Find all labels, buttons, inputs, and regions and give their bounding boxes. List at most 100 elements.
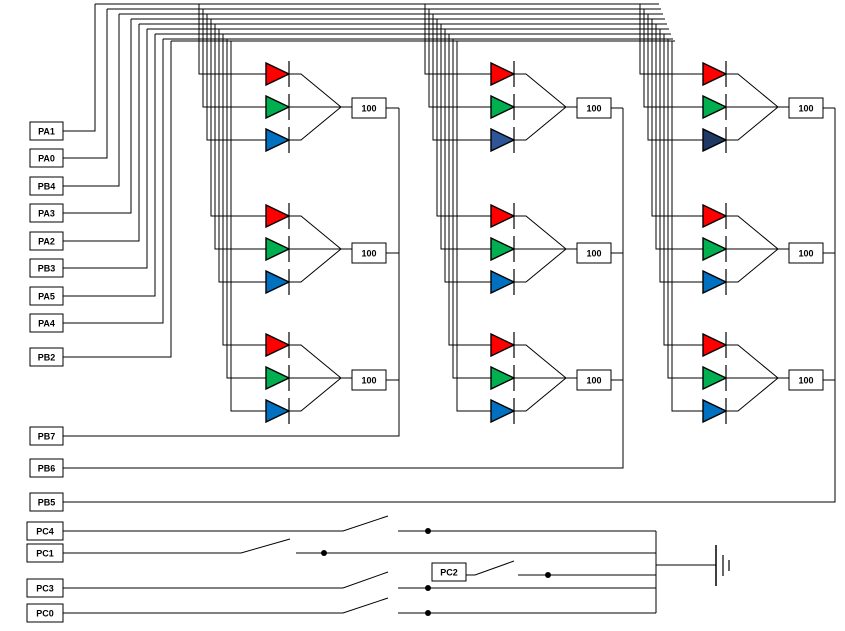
led-wire: [456, 41, 491, 412]
merge-wire: [726, 377, 779, 412]
pin-pb7: PB7: [29, 426, 64, 446]
merge-wire: [289, 215, 342, 250]
pin-pa1: PA1: [29, 121, 64, 141]
led-wire: [671, 41, 703, 412]
led-blue-0-0: [265, 127, 291, 153]
merge-wire: [514, 215, 567, 250]
pin-pa2: PA2: [29, 231, 64, 251]
resistor-1-0: 100: [576, 97, 612, 119]
led-green-0-0: [265, 94, 291, 120]
pin-pb2: PB2: [29, 347, 64, 367]
switch-pc2: [466, 560, 515, 576]
switch-pc3: [63, 571, 389, 589]
merge-wire: [514, 344, 567, 379]
svg-text:100: 100: [586, 376, 601, 386]
led-red-2-0: [702, 61, 728, 87]
led-blue-2-1: [702, 269, 728, 295]
svg-text:100: 100: [361, 376, 376, 386]
resistor-0-0: 100: [351, 97, 387, 119]
pin-pa3: PA3: [29, 203, 64, 223]
pin-pa0-label: PA0: [38, 154, 55, 164]
pin-pb4-label: PB4: [38, 182, 56, 192]
pin-pc3: PC3: [26, 578, 64, 598]
led-green-0-2: [265, 365, 291, 391]
led-red-1-2: [490, 332, 516, 358]
led-wire: [440, 24, 491, 250]
led-wire: [663, 34, 703, 346]
pin-pc4: PC4: [26, 521, 64, 541]
led-wire: [452, 39, 491, 379]
pin-pb5-label: PB5: [38, 498, 56, 508]
pin-pa4: PA4: [29, 313, 64, 333]
pin-pa2-label: PA2: [38, 237, 55, 247]
led-wire: [444, 29, 491, 283]
pin-pa1-label: PA1: [38, 127, 55, 137]
pin-pc1-label: PC1: [36, 549, 54, 559]
merge-wire: [726, 106, 779, 141]
merge-wire: [514, 377, 567, 412]
svg-text:100: 100: [586, 104, 601, 114]
resistor-2-2: 100: [788, 369, 824, 391]
led-wire: [655, 24, 703, 250]
led-wire: [226, 39, 266, 379]
led-red-1-0: [490, 61, 516, 87]
pin-pb7-label: PB7: [38, 432, 56, 442]
wire-pb7: [63, 108, 400, 437]
junction-dot: [425, 528, 431, 534]
led-blue-2-2: [702, 398, 728, 424]
merge-wire: [289, 73, 342, 108]
wire-pa1: [63, 4, 96, 132]
led-green-1-2: [490, 365, 516, 391]
wire-pa3: [63, 19, 132, 214]
resistor-0-2: 100: [351, 369, 387, 391]
svg-text:100: 100: [798, 249, 813, 259]
wire-pb4: [63, 14, 120, 187]
pin-pc2-label: PC2: [440, 568, 458, 578]
led-red-2-2: [702, 332, 728, 358]
led-red-0-2: [265, 332, 291, 358]
led-wire: [432, 14, 491, 141]
resistor-2-1: 100: [788, 242, 824, 264]
led-wire: [647, 14, 703, 141]
led-wire: [659, 29, 703, 283]
switch-pc4: [63, 515, 389, 532]
pin-pa0: PA0: [29, 148, 64, 168]
wire-pb3: [63, 29, 148, 269]
merge-wire: [514, 73, 567, 108]
led-green-1-1: [490, 236, 516, 262]
led-wire: [428, 9, 491, 108]
led-green-2-2: [702, 365, 728, 391]
pin-pa4-label: PA4: [38, 319, 55, 329]
resistor-1-1: 100: [576, 242, 612, 264]
wire-pa5: [63, 34, 156, 297]
led-wire: [230, 41, 266, 412]
pin-pc2: PC2: [431, 562, 467, 582]
merge-wire: [726, 73, 779, 108]
pin-pb6-label: PB6: [38, 464, 56, 474]
merge-wire: [289, 344, 342, 379]
wire-pb2: [63, 41, 172, 358]
led-red-2-1: [702, 203, 728, 229]
junction-dot: [545, 572, 551, 578]
pin-pb4: PB4: [29, 176, 64, 196]
led-wire: [667, 39, 703, 379]
led-red-0-0: [265, 61, 291, 87]
merge-wire: [289, 248, 342, 283]
led-blue-1-2: [490, 398, 516, 424]
led-blue-2-0: [702, 127, 728, 153]
led-wire: [202, 9, 266, 108]
wire-pa4: [63, 39, 164, 324]
led-wire: [643, 9, 703, 108]
resistor-2-0: 100: [788, 97, 824, 119]
merge-wire: [726, 344, 779, 379]
led-green-2-0: [702, 94, 728, 120]
pin-pa3-label: PA3: [38, 209, 55, 219]
led-wire: [206, 14, 266, 141]
switch-pc1: [63, 538, 291, 554]
led-wire: [214, 24, 266, 250]
led-wire: [222, 34, 266, 346]
led-wire: [639, 4, 703, 75]
led-wire: [651, 19, 703, 217]
pin-pa5-label: PA5: [38, 292, 55, 302]
